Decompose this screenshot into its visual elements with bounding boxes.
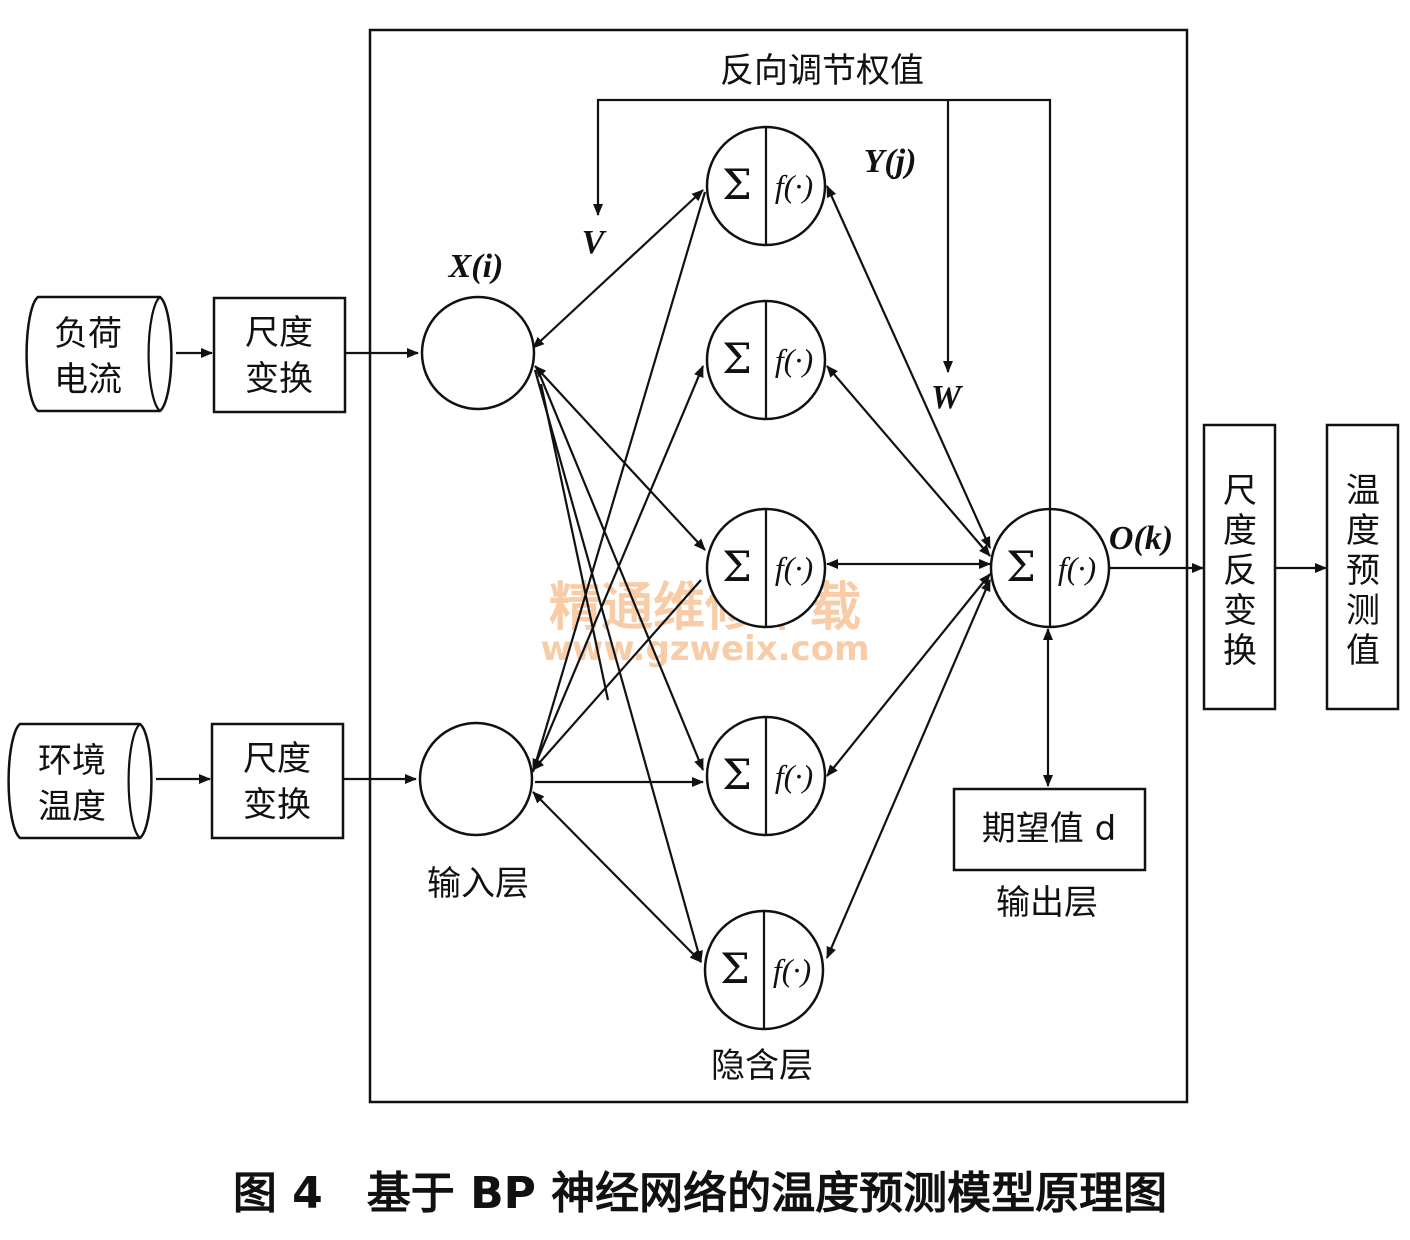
- sum-symbol: Σ: [720, 944, 750, 993]
- inverse-char: 尺: [1223, 471, 1257, 511]
- hidden-layer-label: 隐含层: [711, 1046, 813, 1086]
- result-char: 测: [1346, 591, 1380, 631]
- result-char: 预: [1346, 551, 1380, 591]
- hidden-node-label: Y(j): [864, 143, 917, 180]
- scale-label-line2: 变换: [245, 359, 313, 399]
- expected-value-box: 期望值 d: [952, 787, 1147, 872]
- input-label-line2: 电流: [54, 360, 122, 400]
- input-ambient-temp: 环境 温度: [7, 722, 153, 840]
- result-char: 度: [1346, 511, 1380, 551]
- inverse-char: 变: [1223, 591, 1257, 631]
- sum-symbol: Σ: [1006, 542, 1036, 591]
- inverse-char: 度: [1223, 511, 1257, 551]
- input-hidden-connections: [531, 189, 707, 963]
- activation-function: f(·): [775, 342, 813, 378]
- activation-function: f(·): [775, 758, 813, 794]
- activation-function: f(·): [775, 550, 813, 586]
- scale-label-line1: 尺度: [243, 739, 311, 779]
- hidden-node-3: Σ f(·): [705, 507, 827, 629]
- sum-symbol: Σ: [722, 160, 752, 209]
- hidden-node-1: Σ f(·): [705, 125, 827, 247]
- output-node: Σ f(·): [989, 507, 1111, 629]
- activation-function: f(·): [773, 952, 811, 988]
- input-label-line1: 负荷: [54, 314, 122, 354]
- input-node-2: [418, 721, 534, 837]
- expected-value-label: 期望值 d: [982, 809, 1116, 849]
- scale-label-line1: 尺度: [245, 313, 313, 353]
- hidden-node-5: Σ f(·): [703, 909, 825, 1031]
- feedback-path-v: [593, 98, 1052, 510]
- input-node-1: [420, 295, 536, 411]
- input-label-line1: 环境: [38, 741, 106, 781]
- figure-caption: 图 4 基于 BP 神经网络的温度预测模型原理图: [233, 1168, 1167, 1219]
- sum-symbol: Σ: [722, 750, 752, 799]
- input-load-current: 负荷 电流: [25, 295, 173, 413]
- inverse-scale-box: 尺 度 反 变 换: [1202, 423, 1277, 711]
- output-node-label: O(k): [1109, 520, 1173, 557]
- result-char: 温: [1346, 471, 1380, 511]
- w-weight-label: W: [931, 379, 964, 416]
- hidden-node-2: Σ f(·): [705, 299, 827, 421]
- predicted-temperature-box: 温 度 预 测 值: [1325, 423, 1400, 711]
- output-layer-label: 输出层: [996, 883, 1098, 923]
- v-weight-label: V: [582, 224, 607, 261]
- inverse-char: 换: [1223, 631, 1257, 671]
- input-label-line2: 温度: [38, 787, 106, 827]
- scale-label-line2: 变换: [243, 785, 311, 825]
- hidden-node-4: Σ f(·): [705, 715, 827, 837]
- input-layer-label: 输入层: [427, 864, 529, 904]
- scale-box-bottom: 尺度 变换: [210, 722, 345, 840]
- inverse-char: 反: [1223, 551, 1257, 591]
- sum-symbol: Σ: [722, 334, 752, 383]
- scale-box-top: 尺度 变换: [212, 296, 347, 414]
- activation-function: f(·): [775, 168, 813, 204]
- sum-symbol: Σ: [722, 542, 752, 591]
- activation-function: f(·): [1058, 550, 1096, 586]
- feedback-label: 反向调节权值: [720, 51, 924, 91]
- result-char: 值: [1346, 631, 1380, 671]
- input-node-label: X(i): [448, 248, 504, 285]
- hidden-output-connections: [825, 185, 992, 959]
